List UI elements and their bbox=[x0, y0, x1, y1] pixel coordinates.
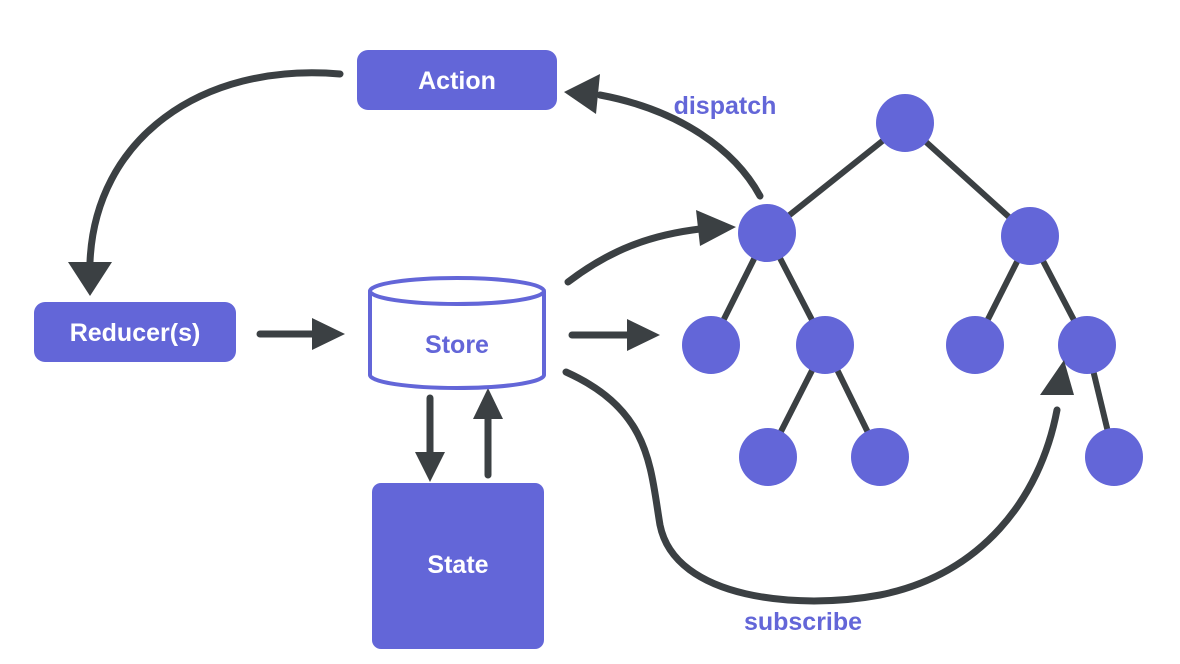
store-node: Store bbox=[368, 276, 546, 390]
tree-node-root bbox=[876, 94, 934, 152]
reducers-node: Reducer(s) bbox=[34, 302, 236, 362]
tree-node bbox=[739, 428, 797, 486]
tree-node bbox=[682, 316, 740, 374]
store-cylinder bbox=[368, 291, 546, 390]
subscribe-label: subscribe bbox=[744, 608, 862, 636]
component-tree-edges bbox=[708, 120, 1117, 459]
tree-node bbox=[1058, 316, 1116, 374]
store-cylinder-top bbox=[368, 276, 546, 306]
arrow-store-to-component bbox=[564, 210, 736, 286]
reducers-box bbox=[34, 302, 236, 362]
action-node: Action bbox=[357, 50, 557, 110]
store-label: Store bbox=[425, 331, 489, 359]
arrow-dispatch bbox=[564, 74, 764, 200]
tree-node bbox=[1001, 207, 1059, 265]
arrow-store-to-tree bbox=[568, 319, 660, 351]
arrow-store-to-state bbox=[415, 394, 445, 482]
reducers-label: Reducer(s) bbox=[70, 319, 201, 347]
component-tree-nodes bbox=[682, 94, 1143, 486]
arrow-subscribe bbox=[562, 360, 1074, 605]
tree-node bbox=[796, 316, 854, 374]
action-label: Action bbox=[418, 67, 496, 95]
action-box bbox=[357, 50, 557, 110]
tree-node bbox=[851, 428, 909, 486]
state-label: State bbox=[427, 551, 488, 579]
arrow-reducers-to-store bbox=[256, 318, 345, 350]
state-box bbox=[372, 483, 544, 649]
dispatch-label: dispatch bbox=[674, 92, 777, 120]
tree-node bbox=[738, 204, 796, 262]
tree-edge bbox=[765, 120, 907, 236]
tree-node bbox=[1085, 428, 1143, 486]
arrow-action-to-reducers bbox=[68, 69, 344, 296]
state-node: State bbox=[372, 483, 544, 649]
tree-node bbox=[946, 316, 1004, 374]
arrow-state-to-store bbox=[473, 388, 503, 479]
